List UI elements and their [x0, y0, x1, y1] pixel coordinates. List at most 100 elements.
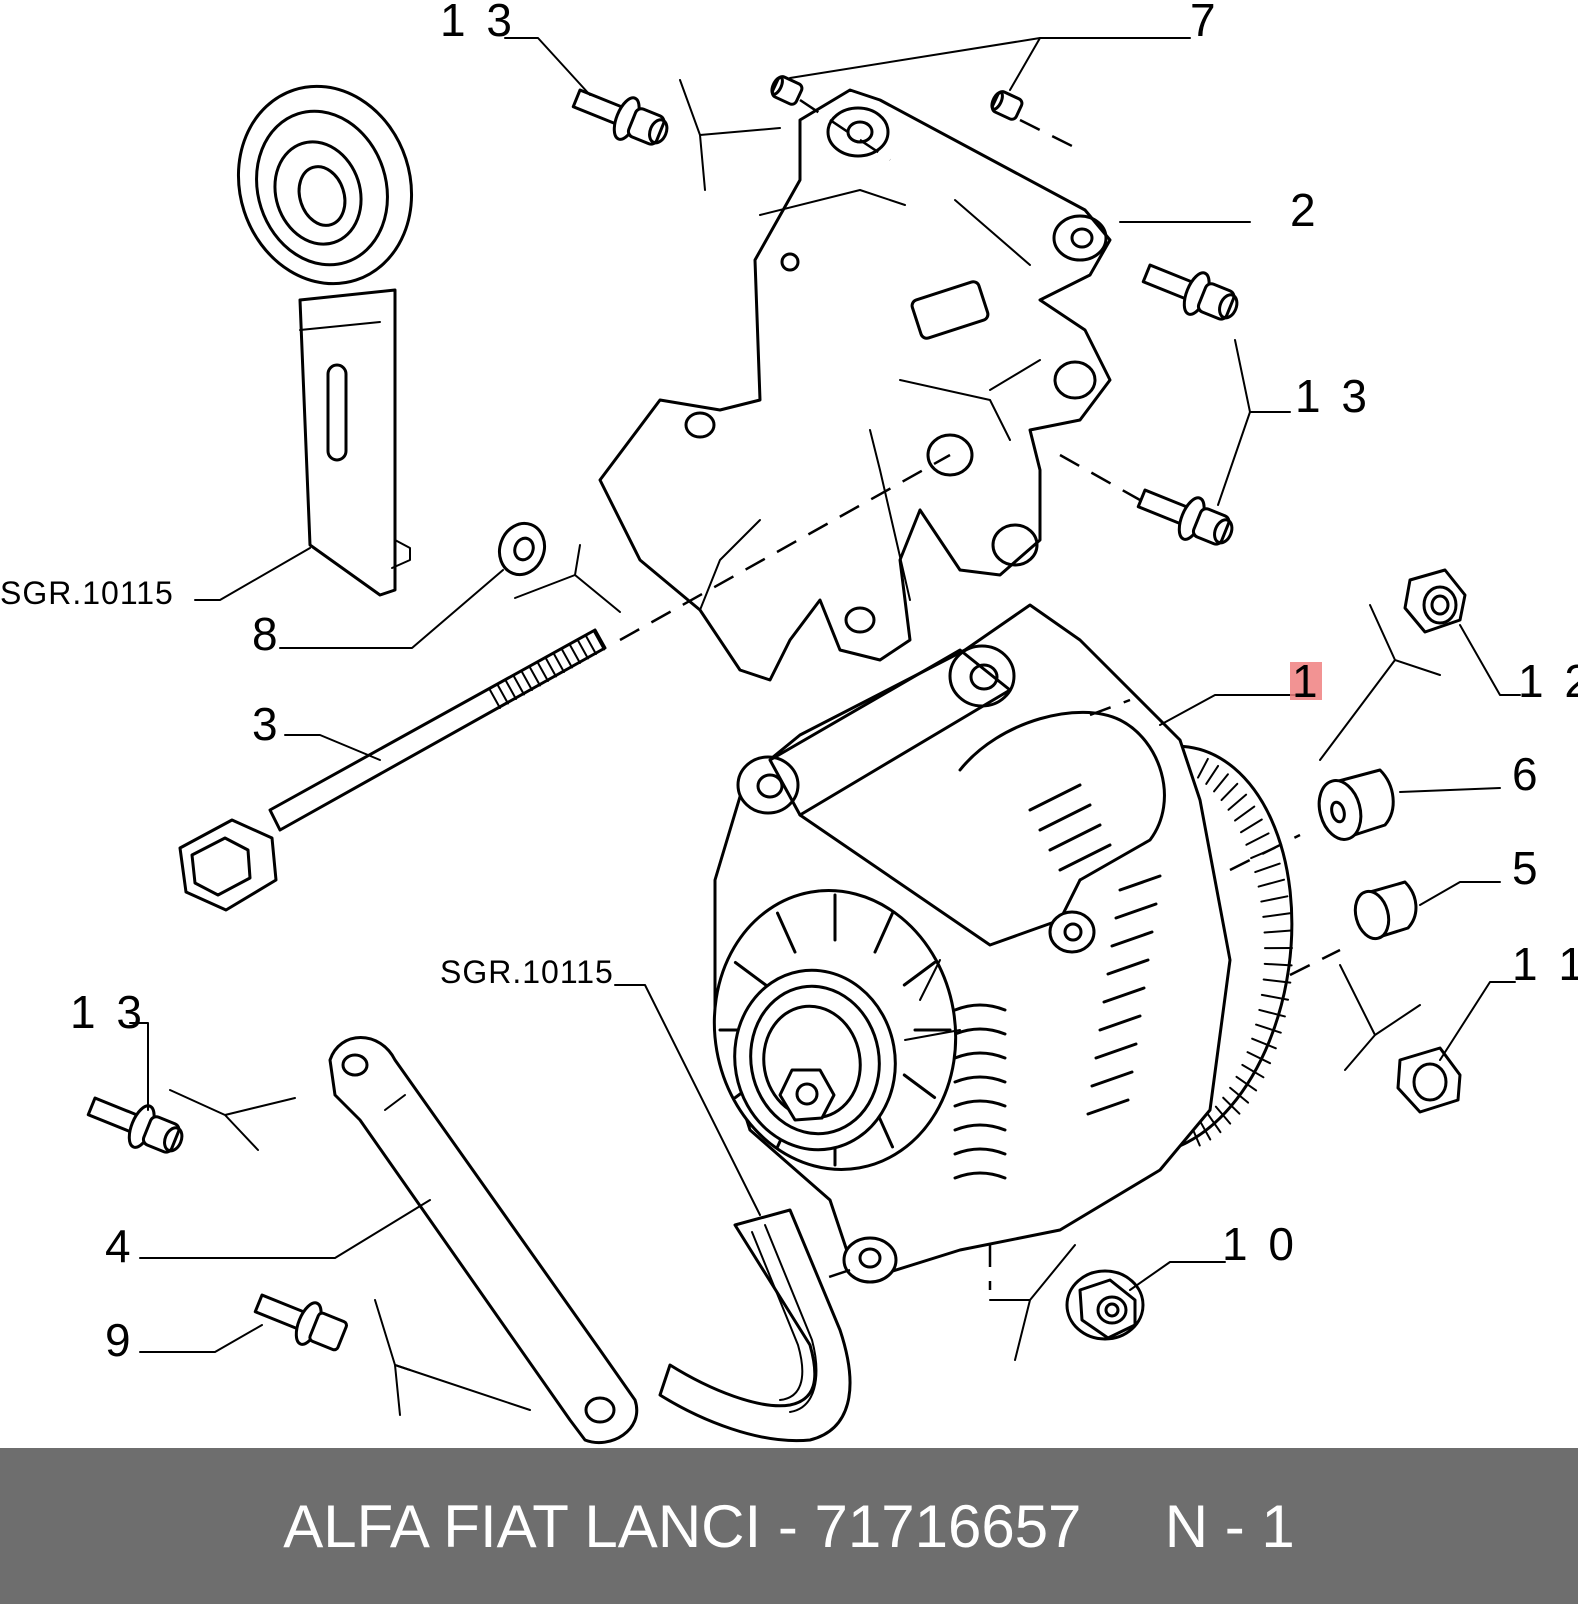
footer-bar: ALFA FIAT LANCI - 71716657 N - 1 — [0, 1448, 1578, 1604]
alternator-side-slots — [953, 874, 1162, 1180]
callout-4: 4 — [105, 1220, 135, 1272]
fin-tooth — [1257, 878, 1285, 888]
housing-slot — [953, 1051, 1007, 1060]
bolt-bottom-left — [86, 1096, 184, 1154]
bolt-9 — [253, 1293, 348, 1352]
sleeve-5 — [1353, 880, 1418, 941]
fan-blade — [902, 961, 937, 987]
fin-tooth — [1263, 962, 1293, 967]
exploded-parts-diagram: 1 3 7 2 1 3 1 2 1 6 5 1 1 1 0 8 3 1 3 4 … — [0, 0, 1578, 1445]
fin-tooth — [1197, 757, 1209, 779]
thread-line — [537, 662, 549, 682]
housing-slot — [1106, 958, 1150, 976]
alternator-cover-slots — [958, 710, 1166, 882]
fin-tooth — [1263, 929, 1293, 934]
bushing-7b — [990, 90, 1024, 121]
fan-blade — [873, 911, 894, 954]
leader-lines — [129, 37, 1521, 1416]
callout-10: 1 0 — [1222, 1218, 1298, 1270]
callout-13b: 1 3 — [1295, 370, 1371, 422]
fin-tooth — [1220, 782, 1239, 802]
fin-tooth — [1254, 862, 1281, 874]
hex-nut-10 — [1065, 1269, 1145, 1341]
thread-line — [553, 653, 565, 673]
housing-slot — [1094, 1042, 1138, 1060]
alternator-rear-fins — [1190, 757, 1293, 1147]
housing-slot — [1110, 930, 1154, 948]
callout-6: 6 — [1512, 748, 1542, 800]
thread-line — [545, 657, 557, 678]
thread-line — [593, 630, 605, 651]
reference-sgr-2: SGR.10115 — [440, 954, 614, 990]
housing-slot — [953, 1027, 1007, 1036]
fin-tooth — [1260, 993, 1290, 1001]
hex-nut-12 — [1403, 568, 1467, 634]
callout-12: 1 2 — [1518, 655, 1578, 707]
fin-tooth — [1246, 1051, 1272, 1065]
housing-slot — [1090, 1070, 1134, 1088]
callout-labels: 1 3 7 2 1 3 1 2 1 6 5 1 1 1 0 8 3 1 3 4 … — [0, 0, 1578, 1366]
fin-tooth — [1235, 1075, 1258, 1092]
housing-slot — [1118, 874, 1162, 892]
fin-tooth — [1262, 912, 1291, 918]
fin-tooth — [1251, 1037, 1277, 1050]
housing-slot — [953, 1123, 1007, 1132]
drive-belt — [658, 1208, 852, 1443]
housing-slot — [1086, 1098, 1130, 1116]
fan-blade — [733, 961, 768, 987]
fin-tooth — [1229, 1086, 1250, 1104]
callout-highlight — [1290, 662, 1322, 700]
housing-slot — [1102, 986, 1146, 1004]
fan-blade — [776, 911, 797, 954]
tensioner-pulley-assembly — [236, 84, 414, 597]
housing-slot — [953, 1147, 1007, 1156]
thread-line — [585, 635, 597, 655]
callout-2: 2 — [1290, 184, 1320, 236]
housing-slot — [953, 1003, 1007, 1012]
callout-13c: 1 3 — [70, 986, 146, 1038]
alternator-bracket — [598, 88, 1112, 682]
fin-tooth — [1258, 1008, 1286, 1018]
thread-line — [521, 671, 533, 691]
fin-tooth — [1222, 1096, 1241, 1115]
sleeve-6 — [1317, 768, 1395, 841]
bushing-7a — [770, 75, 804, 106]
callout-7: 7 — [1190, 0, 1220, 46]
thread-line — [489, 689, 501, 709]
callout-1: 1 — [1292, 655, 1322, 707]
fan-blade — [902, 1073, 937, 1099]
thread-line — [513, 675, 525, 696]
housing-slot — [1114, 902, 1158, 920]
thread-line — [529, 666, 541, 687]
housing-slot — [953, 1075, 1007, 1084]
alternator — [712, 603, 1294, 1284]
callout-3: 3 — [252, 698, 282, 750]
adjusting-link — [328, 1036, 639, 1445]
thread-line — [569, 644, 581, 664]
footer-part-number: ALFA FIAT LANCI - 71716657 N - 1 — [283, 1492, 1295, 1560]
bolt-top-left — [571, 88, 669, 146]
hex-nut-11 — [1396, 1046, 1462, 1114]
fin-tooth — [1245, 832, 1270, 846]
callout-13a: 1 3 — [440, 0, 516, 46]
bolt-thread — [489, 630, 605, 709]
bolt-right-upper — [1141, 263, 1239, 321]
fin-tooth — [1234, 805, 1256, 822]
housing-slot — [953, 1099, 1007, 1108]
fin-tooth — [1260, 895, 1289, 903]
fin-tooth — [1255, 1023, 1282, 1034]
long-bolt — [178, 628, 607, 912]
thread-line — [505, 680, 517, 700]
callout-8: 8 — [252, 608, 282, 660]
bolt-right-lower — [1136, 488, 1234, 546]
fin-tooth — [1205, 764, 1220, 785]
callout-5: 5 — [1512, 842, 1542, 894]
fin-tooth — [1214, 1105, 1232, 1125]
housing-slot — [953, 1171, 1007, 1180]
reference-sgr-1: SGR.10115 — [0, 575, 174, 611]
fin-tooth — [1198, 1120, 1212, 1141]
fin-tooth — [1227, 793, 1248, 811]
fin-tooth — [1262, 978, 1292, 984]
assembly-lines — [619, 98, 1341, 1290]
